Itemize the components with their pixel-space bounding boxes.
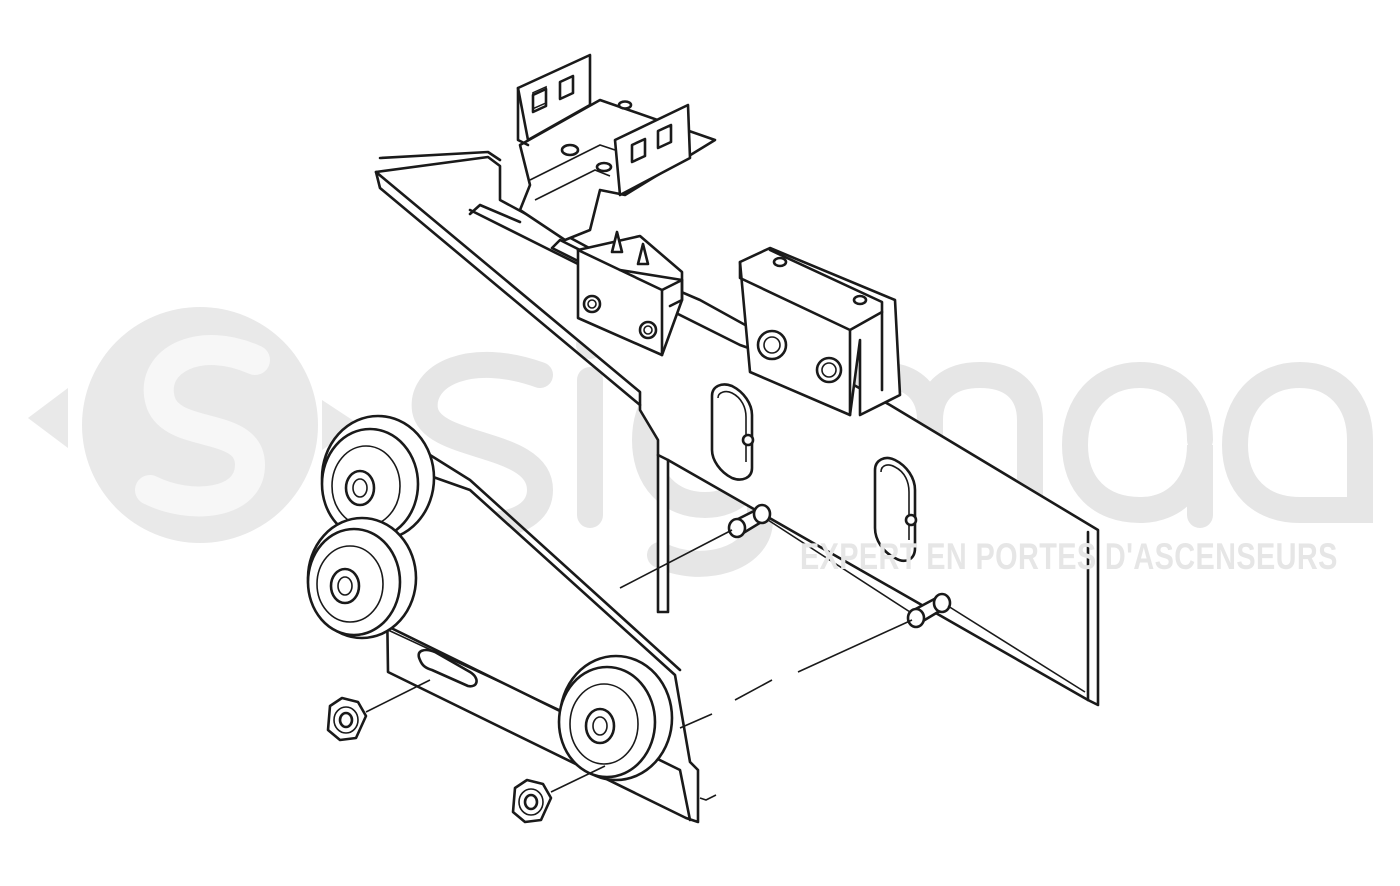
hex-nut-2 [511, 778, 553, 824]
upper-roller [320, 414, 436, 542]
u-bracket [738, 246, 902, 417]
middle-roller [306, 516, 418, 640]
watermark-tagline: EXPERT EN PORTES D'ASCENSEURS [800, 536, 1338, 577]
plate-slot-lower [873, 456, 918, 562]
lower-roller [557, 654, 674, 782]
spacer-1 [727, 503, 772, 539]
top-bracket [516, 53, 717, 264]
micro-switch [576, 230, 684, 357]
plate-slot-upper [710, 383, 755, 481]
hex-nut-1 [326, 696, 368, 742]
assembly-axis-lines [365, 519, 1086, 801]
spacer-2 [906, 592, 952, 629]
main-plate [374, 150, 1100, 707]
